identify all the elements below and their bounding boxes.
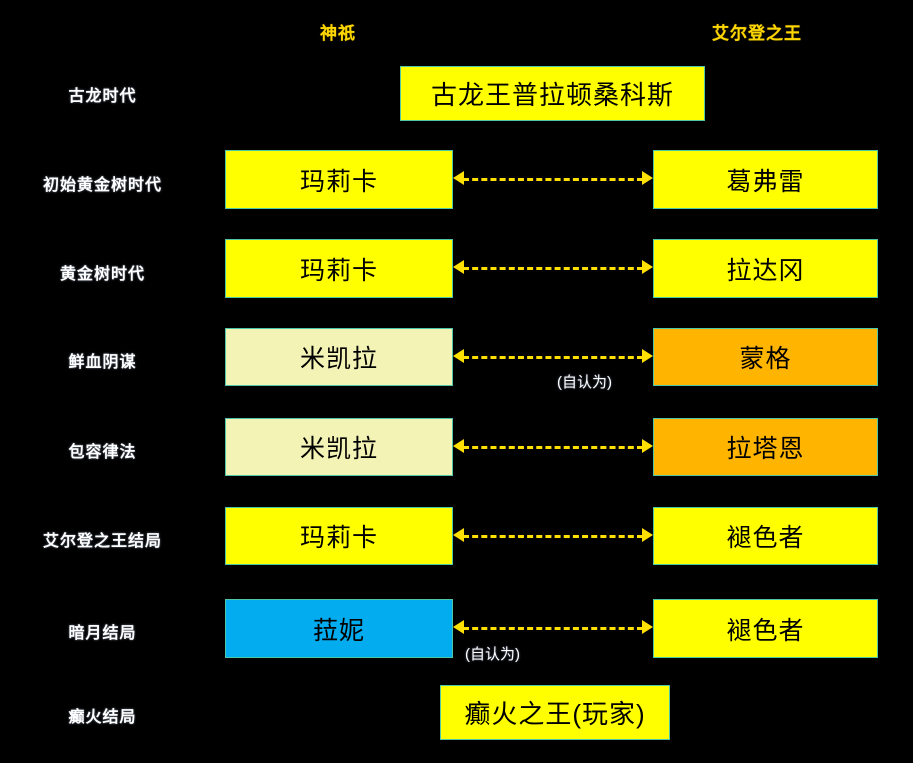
relation-arrow [453, 347, 653, 367]
relation-arrow [453, 169, 653, 189]
era-label: 古龙时代 [68, 88, 137, 105]
arrow-head-left [453, 349, 464, 363]
relation-arrow [453, 437, 653, 457]
node-center: 癫火之王(玩家) [440, 685, 670, 740]
relation-note: (自认为) [557, 374, 612, 391]
arrow-head-right [642, 171, 653, 185]
arrow-head-right [642, 620, 653, 634]
arrow-shaft [463, 267, 643, 270]
relation-arrow [453, 258, 653, 278]
arrow-shaft [463, 178, 643, 181]
node-left: 玛莉卡 [225, 239, 453, 298]
arrow-head-right [642, 439, 653, 453]
column-header-deity: 神祇 [320, 24, 356, 43]
arrow-head-left [453, 260, 464, 274]
column-header-elden-lord: 艾尔登之王 [712, 24, 802, 43]
arrow-head-right [642, 260, 653, 274]
era-label: 黄金树时代 [59, 266, 145, 283]
node-right: 葛弗雷 [653, 150, 878, 209]
node-left: 玛莉卡 [225, 507, 453, 565]
era-label: 暗月结局 [68, 625, 137, 642]
arrow-head-right [642, 349, 653, 363]
arrow-head-left [453, 439, 464, 453]
arrow-shaft [463, 535, 643, 538]
era-label: 包容律法 [68, 444, 137, 461]
relation-arrow [453, 618, 653, 638]
node-right: 拉塔恩 [653, 418, 878, 476]
arrow-head-right [642, 528, 653, 542]
node-left: 米凯拉 [225, 418, 453, 476]
arrow-head-left [453, 528, 464, 542]
arrow-head-left [453, 171, 464, 185]
arrow-shaft [463, 356, 643, 359]
node-right: 褪色者 [653, 507, 878, 565]
era-label: 鲜血阴谋 [68, 354, 137, 371]
node-center: 古龙王普拉顿桑科斯 [400, 66, 705, 121]
era-label: 初始黄金树时代 [42, 177, 162, 194]
arrow-head-left [453, 620, 464, 634]
node-right: 拉达冈 [653, 239, 878, 298]
arrow-shaft [463, 627, 643, 630]
relation-arrow [453, 526, 653, 546]
node-left: 米凯拉 [225, 328, 453, 386]
node-right: 褪色者 [653, 599, 878, 658]
era-label: 癫火结局 [68, 709, 137, 726]
arrow-shaft [463, 446, 643, 449]
node-left: 玛莉卡 [225, 150, 453, 209]
relation-note: (自认为) [465, 646, 520, 663]
node-left: 菈妮 [225, 599, 453, 658]
node-right: 蒙格 [653, 328, 878, 386]
era-label: 艾尔登之王结局 [42, 533, 162, 550]
